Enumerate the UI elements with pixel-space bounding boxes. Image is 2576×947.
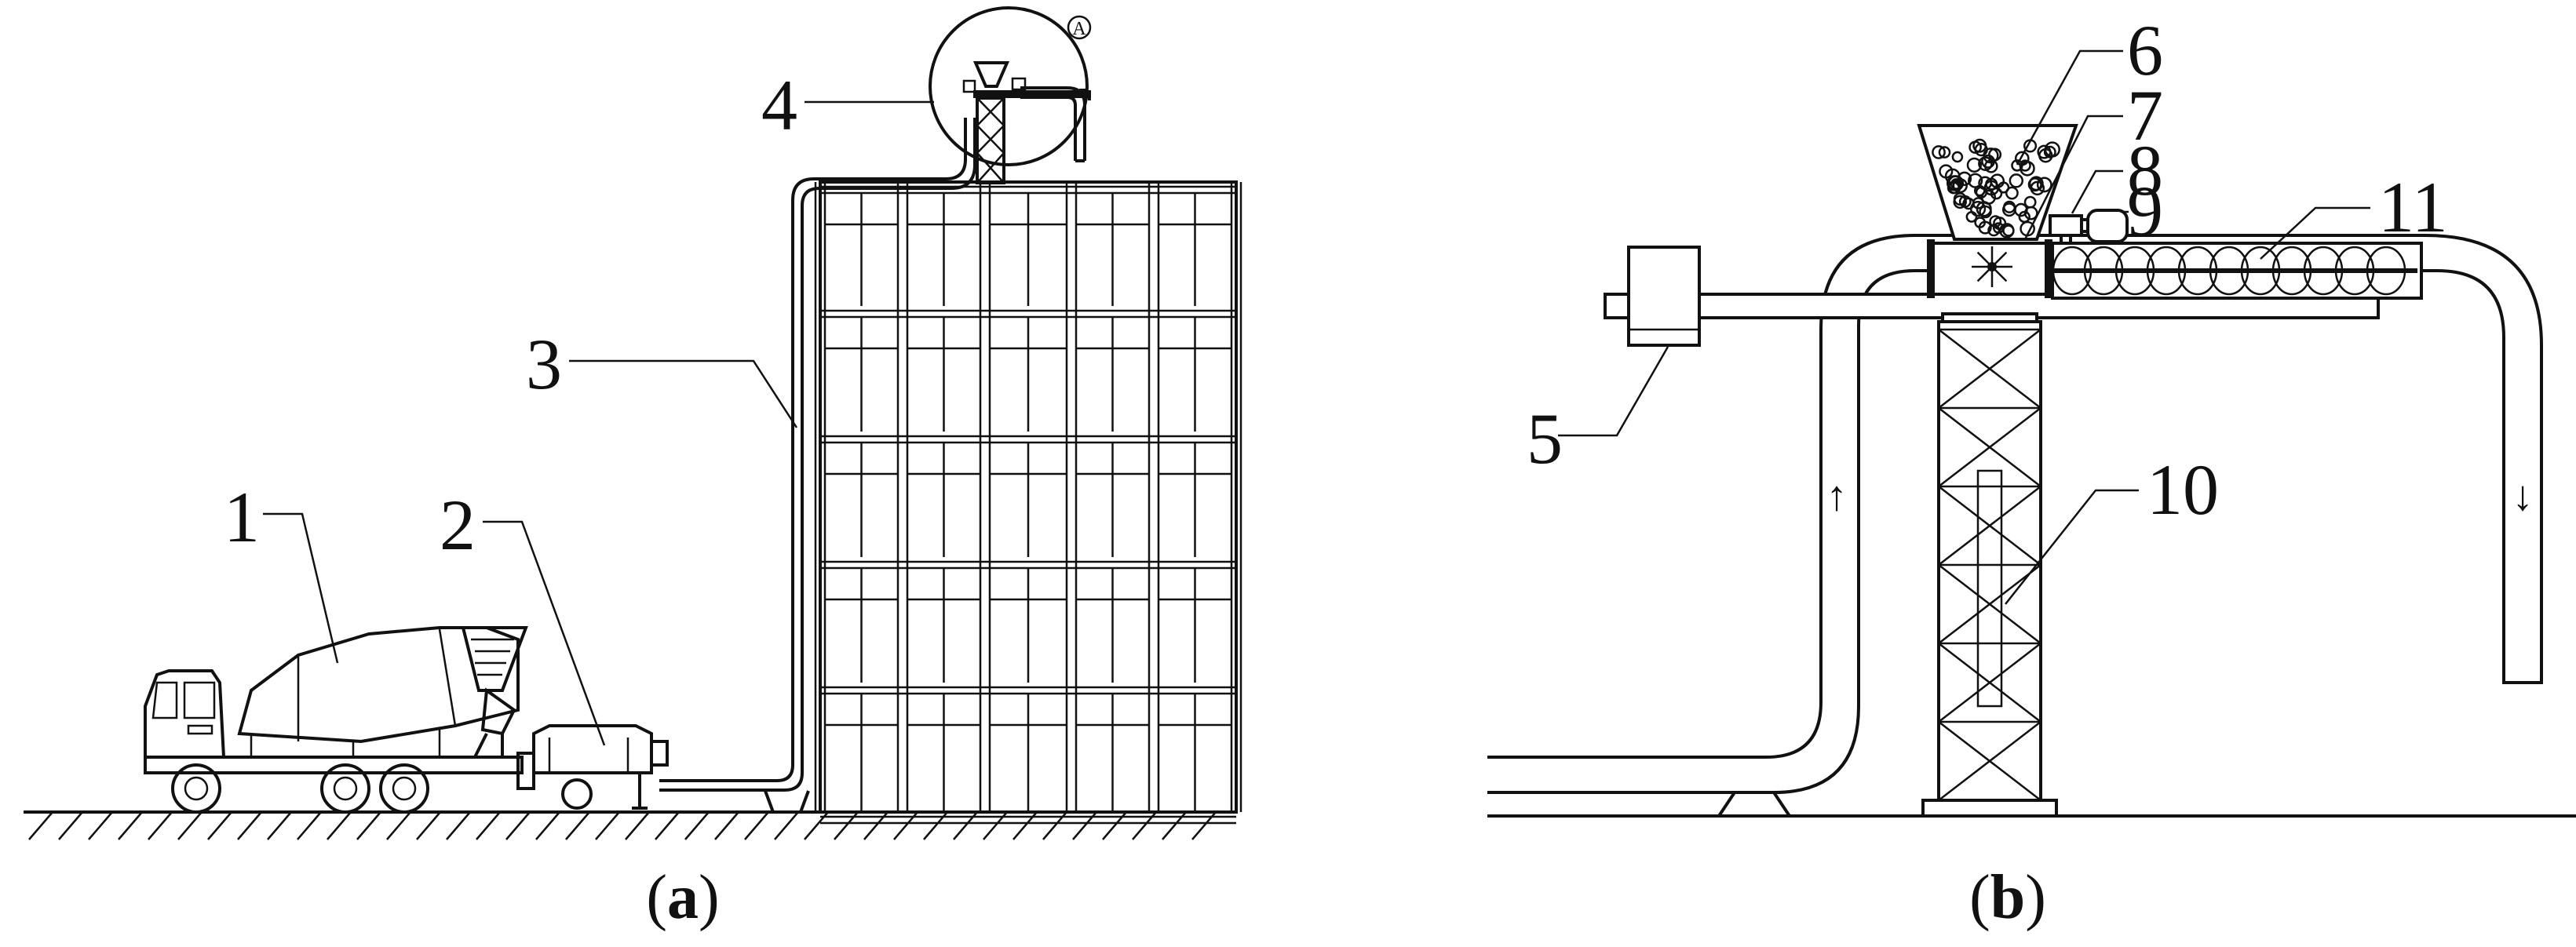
label-11: 11 <box>2260 167 2448 260</box>
detail-circle-a: A <box>929 6 1092 184</box>
building <box>814 180 1242 825</box>
svg-text:4: 4 <box>761 65 797 145</box>
label-5: 5 <box>1527 346 1669 479</box>
svg-text:1: 1 <box>224 477 260 557</box>
screw-conveyor <box>2051 242 2423 300</box>
label-6: 6 <box>2016 10 2163 166</box>
concrete-pump <box>516 724 669 810</box>
svg-text:2: 2 <box>440 485 476 565</box>
svg-text:9: 9 <box>2127 171 2163 251</box>
roof-tower <box>976 97 1005 184</box>
label-10: 10 <box>2005 450 2219 605</box>
impeller-housing <box>1927 239 2052 298</box>
mixer-truck <box>144 626 528 814</box>
svg-text:8: 8 <box>2127 130 2163 210</box>
caption-a: (a) <box>646 863 719 932</box>
large-pipe <box>1487 234 2543 818</box>
delivery-pipe <box>659 118 976 813</box>
svg-text:3: 3 <box>526 324 562 404</box>
hopper <box>1917 124 2078 241</box>
label-8: 8 <box>2071 130 2163 214</box>
label-1: 1 <box>224 477 339 664</box>
label-9: 9 <box>2123 171 2163 251</box>
detail-mark-label: A <box>1072 19 1086 39</box>
label-7: 7 <box>2023 75 2163 240</box>
svg-text:7: 7 <box>2127 75 2163 155</box>
motor <box>2049 209 2129 254</box>
lattice-tower <box>1921 312 2058 818</box>
svg-text:10: 10 <box>2147 450 2219 530</box>
label-2: 2 <box>440 485 606 746</box>
svg-text:5: 5 <box>1527 399 1563 479</box>
flow-down-arrow: ↓ <box>2512 472 2534 519</box>
svg-text:6: 6 <box>2127 10 2163 90</box>
panel-a: A 4 3 <box>24 6 1242 932</box>
caption-b: (b) <box>1969 863 2046 932</box>
flow-up-arrow: ↑ <box>1826 472 1848 519</box>
svg-text:11: 11 <box>2378 167 2448 247</box>
label-4: 4 <box>761 65 934 145</box>
truck-wheels <box>171 763 429 814</box>
label-3: 3 <box>526 324 798 428</box>
panel-b: 5 10 <box>1487 10 2576 932</box>
